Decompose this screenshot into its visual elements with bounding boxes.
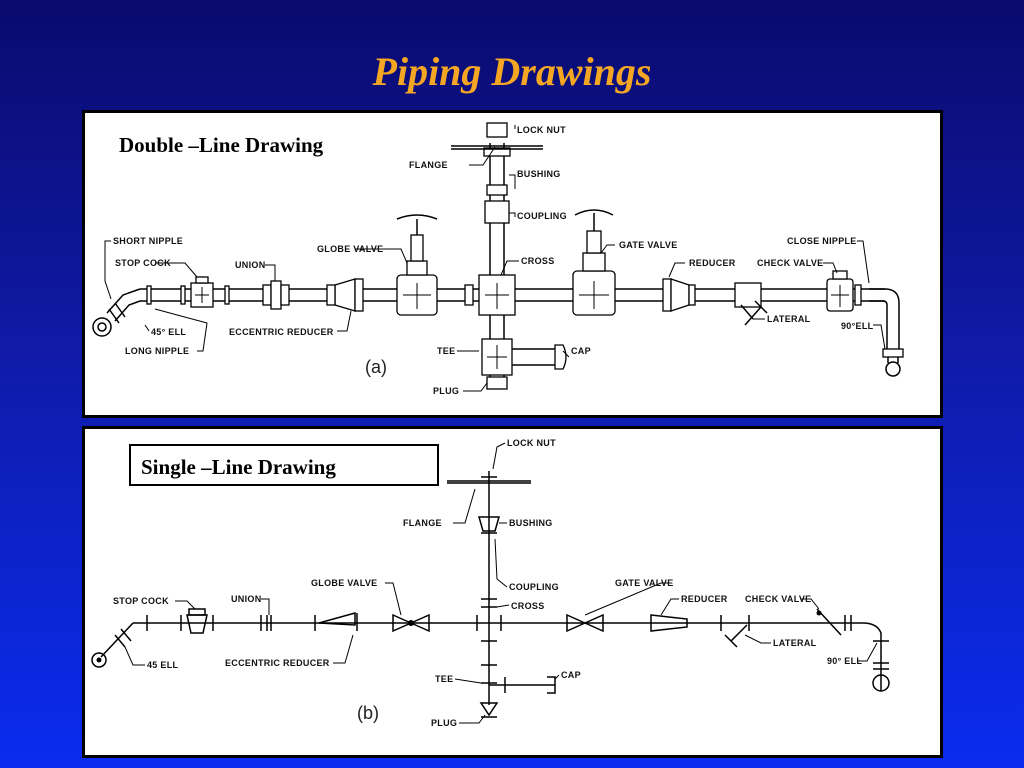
label-plug-a: PLUG	[433, 386, 459, 396]
label-lock-nut-a: LOCK NUT	[517, 125, 566, 135]
label-cap-a: CAP	[571, 346, 591, 356]
label-globe-valve-b: GLOBE VALVE	[311, 578, 377, 588]
leader-lines-a	[104, 125, 886, 392]
double-line-heading: Double –Line Drawing	[119, 133, 324, 157]
label-cap-b: CAP	[561, 670, 581, 680]
label-eccentric-reducer-a: ECCENTRIC REDUCER	[229, 327, 334, 337]
single-line-drawing-panel: LOCK NUT FLANGE BUSHING COUPLING CROSS G…	[82, 426, 943, 758]
cap-fitting	[512, 344, 567, 370]
label-check-valve-b: CHECK VALVE	[745, 594, 811, 604]
label-cross-b: CROSS	[511, 601, 545, 611]
label-ell-45-b: 45 ELL	[147, 660, 179, 670]
page-title: Piping Drawings	[372, 49, 652, 94]
label-cross-a: CROSS	[521, 256, 555, 266]
label-tee-a: TEE	[437, 346, 455, 356]
globe-valve-symbol	[392, 613, 430, 633]
eccentric-reducer-symbol	[314, 612, 358, 631]
ell-90-symbol	[862, 622, 890, 692]
gate-valve-fitting	[572, 209, 616, 316]
label-ell-90-a: 90°ELL	[841, 321, 874, 331]
check-valve-symbol	[816, 608, 852, 636]
lateral-fitting	[734, 282, 768, 326]
union-fitting	[224, 280, 290, 310]
gate-valve-symbol	[566, 613, 604, 633]
label-gate-valve-a: GATE VALVE	[619, 240, 678, 250]
sublabel-a: (a)	[365, 357, 387, 377]
label-stop-cock-b: STOP COCK	[113, 596, 169, 606]
double-line-drawing-panel: LOCK NUT FLANGE BUSHING COUPLING SHORT N…	[82, 110, 943, 418]
label-tee-b: TEE	[435, 674, 453, 684]
reducer-fitting	[662, 278, 696, 312]
union-symbol	[260, 615, 272, 631]
label-ell-90-b: 90° ELL	[827, 656, 862, 666]
main-pipe-single	[91, 615, 863, 668]
leader-lines-b	[124, 442, 878, 724]
sublabel-b: (b)	[357, 703, 379, 723]
label-flange-a: FLANGE	[409, 160, 448, 170]
label-plug-b: PLUG	[431, 718, 457, 728]
label-union-b: UNION	[231, 594, 262, 604]
label-flange-b: FLANGE	[403, 518, 442, 528]
cross-fitting	[451, 122, 543, 390]
label-long-nipple-a: LONG NIPPLE	[125, 346, 189, 356]
cap-symbol	[489, 676, 556, 694]
label-reducer-a: REDUCER	[689, 258, 736, 268]
single-line-heading: Single –Line Drawing	[129, 444, 439, 486]
label-eccentric-reducer-b: ECCENTRIC REDUCER	[225, 658, 330, 668]
label-check-valve-a: CHECK VALVE	[757, 258, 823, 268]
label-lock-nut-b: LOCK NUT	[507, 438, 556, 448]
eccentric-reducer-fitting	[326, 278, 364, 312]
stop-cock-fitting	[146, 276, 214, 308]
check-valve-fitting	[826, 270, 862, 312]
label-globe-valve-a: GLOBE VALVE	[317, 244, 383, 254]
label-union-a: UNION	[235, 260, 266, 270]
label-lateral-a: LATERAL	[767, 314, 811, 324]
label-bushing-a: BUSHING	[517, 169, 561, 179]
stop-cock-symbol	[180, 608, 214, 634]
single-line-diagram: LOCK NUT FLANGE BUSHING COUPLING CROSS G…	[91, 438, 890, 728]
label-ell-45-a: 45° ELL	[151, 327, 186, 337]
label-lateral-b: LATERAL	[773, 638, 817, 648]
reducer-symbol	[650, 614, 688, 632]
label-coupling-a: COUPLING	[517, 211, 567, 221]
label-gate-valve-b: GATE VALVE	[615, 578, 674, 588]
label-reducer-b: REDUCER	[681, 594, 728, 604]
label-short-nipple-a: SHORT NIPPLE	[113, 236, 183, 246]
label-bushing-b: BUSHING	[509, 518, 553, 528]
double-line-diagram: LOCK NUT FLANGE BUSHING COUPLING SHORT N…	[92, 122, 904, 396]
label-stop-cock-a: STOP COCK	[115, 258, 171, 268]
lateral-symbol	[720, 615, 750, 648]
ell-90-fitting	[869, 288, 904, 377]
globe-valve-fitting	[396, 214, 474, 316]
label-coupling-b: COUPLING	[509, 582, 559, 592]
ell-45-fitting	[92, 288, 141, 337]
label-close-nipple-a: CLOSE NIPPLE	[787, 236, 857, 246]
